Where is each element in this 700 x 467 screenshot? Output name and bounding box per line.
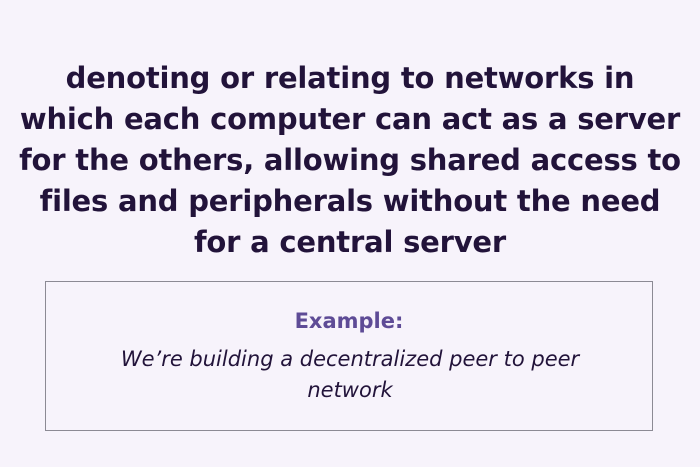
example-sentence: We’re building a decentralized peer to p…: [120, 347, 580, 402]
definition-text: denoting or relating to networks in whic…: [19, 61, 681, 259]
example-box: Example: We’re building a decentralized …: [45, 281, 653, 431]
example-label: Example:: [294, 309, 404, 333]
